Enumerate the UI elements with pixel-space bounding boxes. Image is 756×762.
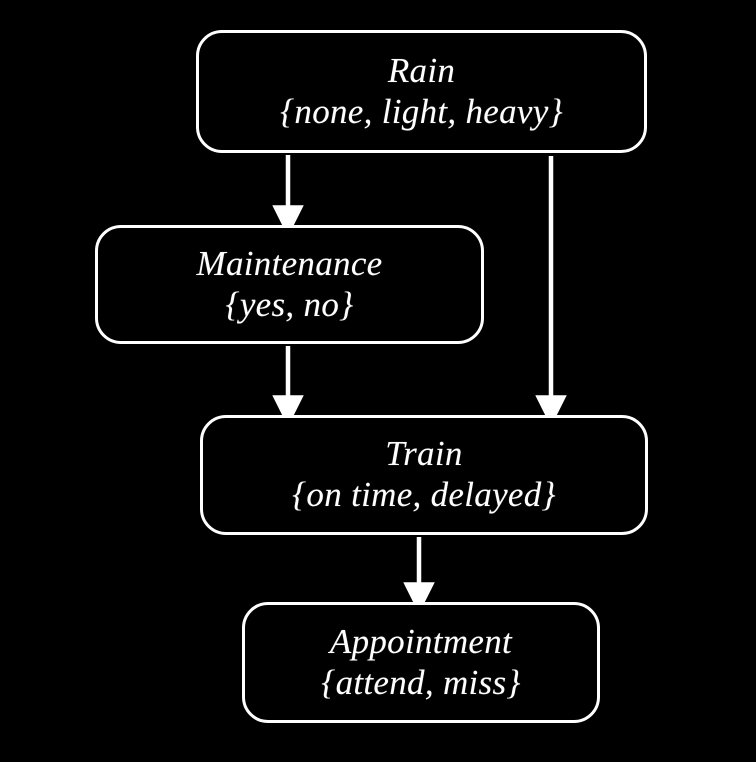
node-maintenance-states: {yes, no} [225, 284, 354, 324]
node-appointment-states: {attend, miss} [321, 662, 521, 702]
node-appointment-name: Appointment [329, 621, 513, 661]
node-train-states: {on time, delayed} [292, 475, 556, 514]
node-appointment[interactable]: Appointment {attend, miss} [242, 602, 600, 723]
node-rain-name: Rain [387, 50, 456, 90]
node-train-name: Train [385, 434, 463, 474]
node-maintenance[interactable]: Maintenance {yes, no} [95, 225, 484, 344]
node-maintenance-name: Maintenance [196, 243, 383, 283]
node-train[interactable]: Train {on time, delayed} [200, 415, 648, 535]
node-rain[interactable]: Rain {none, light, heavy} [196, 30, 647, 153]
node-rain-states: {none, light, heavy} [280, 91, 563, 131]
